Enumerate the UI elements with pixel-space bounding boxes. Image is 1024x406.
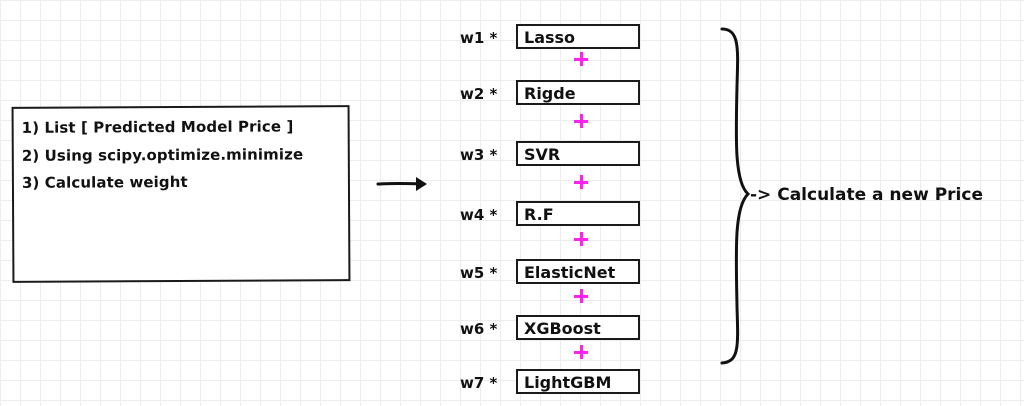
- weight-label: w7 *: [460, 374, 498, 392]
- model-name: Lasso: [524, 28, 576, 47]
- weight-label: w4 *: [460, 206, 498, 224]
- step-list-predicted-price: 1) List [ Predicted Model Price ]: [21, 117, 294, 137]
- model-box: R.F: [516, 201, 640, 226]
- model-box: ElasticNet: [516, 259, 640, 284]
- model-name: SVR: [524, 145, 561, 164]
- plus-icon: [574, 175, 588, 189]
- weight-label: w3 *: [460, 146, 498, 164]
- model-name: Rigde: [524, 84, 576, 103]
- step-calculate-weight: 3) Calculate weight: [21, 172, 188, 192]
- weight-label: w6 *: [460, 320, 498, 338]
- plus-icon: [574, 232, 588, 246]
- plus-icon: [574, 289, 588, 303]
- model-name: ElasticNet: [524, 263, 616, 282]
- weight-label: w5 *: [460, 264, 498, 282]
- model-name: XGBoost: [524, 319, 601, 338]
- weight-label: w1 *: [460, 29, 498, 47]
- plus-icon: [574, 52, 588, 66]
- right-brace-icon: [720, 27, 751, 365]
- model-name: R.F: [524, 205, 554, 224]
- model-box: XGBoost: [516, 315, 640, 340]
- model-box: SVR: [516, 141, 640, 166]
- right-arrow-icon: [376, 177, 427, 191]
- result-label: -> Calculate a new Price: [750, 185, 983, 205]
- plus-icon: [574, 345, 588, 359]
- model-box: Rigde: [516, 80, 640, 105]
- step-scipy-minimize: 2) Using scipy.optimize.minimize: [21, 145, 304, 165]
- steps-box: 1) List [ Predicted Model Price ] 2) Usi…: [11, 105, 351, 283]
- model-box: Lasso: [516, 24, 640, 49]
- weight-label: w2 *: [460, 85, 498, 103]
- plus-icon: [574, 114, 588, 128]
- model-box: LightGBM: [516, 369, 640, 394]
- model-name: LightGBM: [524, 373, 612, 392]
